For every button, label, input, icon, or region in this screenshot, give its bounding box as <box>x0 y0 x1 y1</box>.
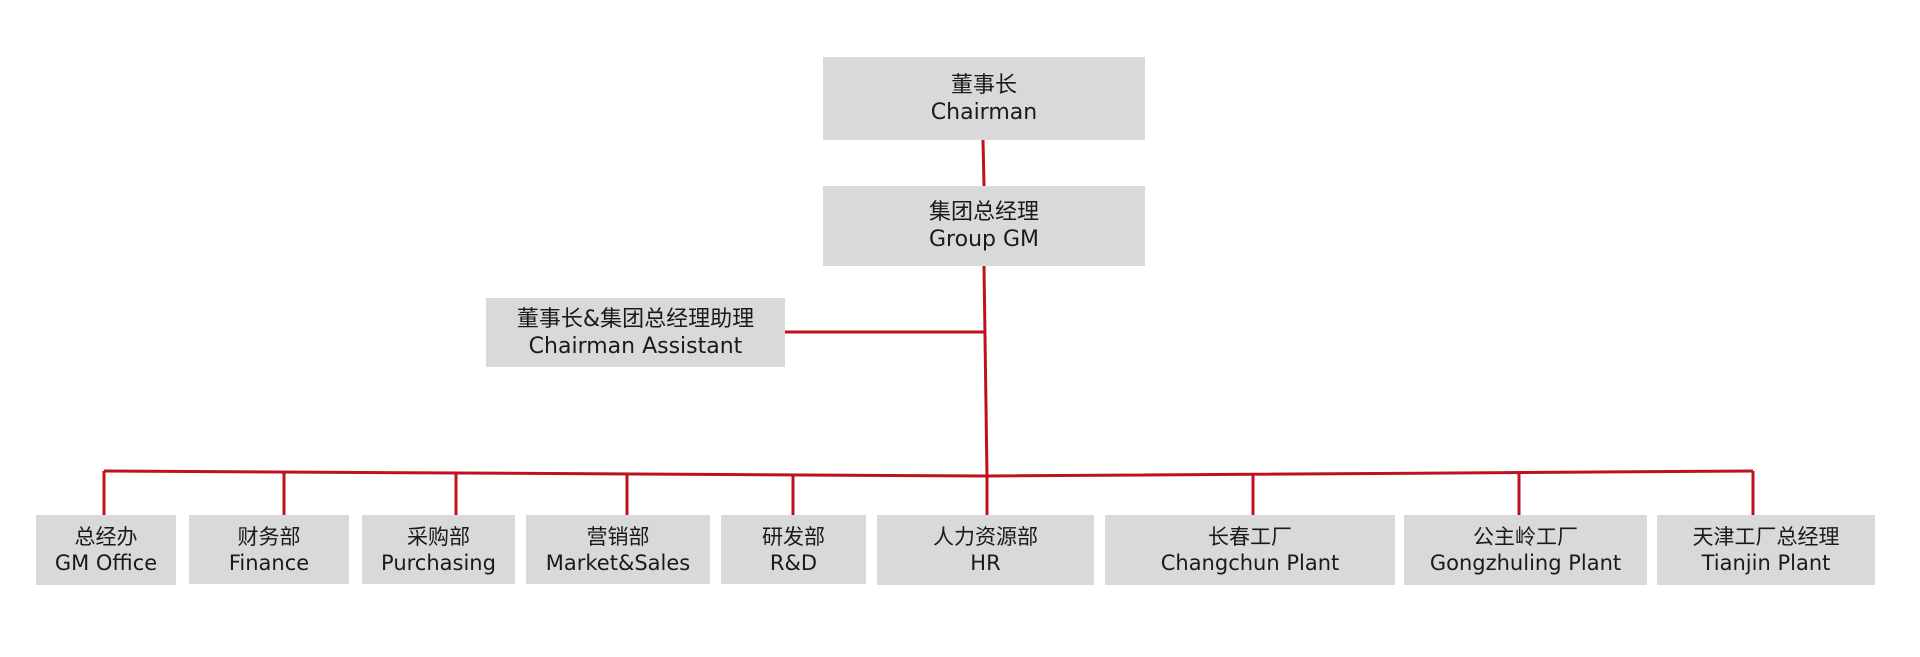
department-zh-label: 营销部 <box>586 524 650 549</box>
department-zh-label: 采购部 <box>407 524 470 549</box>
department-box-finance: 财务部 Finance <box>189 515 349 584</box>
department-box-gongzhuling-plant: 公主岭工厂 Gongzhuling Plant <box>1404 515 1647 585</box>
department-box-rd: 研发部 R&D <box>721 515 866 584</box>
group-gm-box: 集团总经理 Group GM <box>823 186 1145 266</box>
department-en-label: Gongzhuling Plant <box>1429 551 1622 575</box>
department-zh-label: 长春工厂 <box>1208 525 1292 549</box>
assistant-en-label: Chairman Assistant <box>528 333 743 359</box>
department-en-label: Market&Sales <box>545 550 691 575</box>
department-en-label: HR <box>970 551 1001 575</box>
assistant-zh-label: 董事长&集团总经理助理 <box>516 306 755 332</box>
chairman-zh-label: 董事长 <box>950 72 1017 98</box>
department-en-label: Tianjin Plant <box>1701 551 1831 575</box>
group-gm-en-label: Group GM <box>929 227 1039 252</box>
department-box-hr: 人力资源部 HR <box>877 515 1094 585</box>
line-chairman-to-gm <box>981 139 986 187</box>
group-gm-zh-label: 集团总经理 <box>928 200 1039 225</box>
department-box-market-sales: 营销部 Market&Sales <box>526 515 710 584</box>
department-zh-label: 财务部 <box>237 524 301 549</box>
department-box-purchasing: 采购部 Purchasing <box>362 515 515 584</box>
chairman-box: 董事长 Chairman <box>823 57 1145 140</box>
department-en-label: GM Office <box>54 551 158 575</box>
department-box-gm-office: 总经办 GM Office <box>36 515 176 585</box>
department-zh-label: 天津工厂总经理 <box>1692 525 1840 549</box>
department-box-tianjin-plant: 天津工厂总经理 Tianjin Plant <box>1657 515 1875 585</box>
department-box-changchun-plant: 长春工厂 Changchun Plant <box>1105 515 1395 585</box>
department-zh-label: 公主岭工厂 <box>1473 525 1578 549</box>
department-en-label: Changchun Plant <box>1160 551 1340 575</box>
line-department-bus <box>103 469 1754 478</box>
department-zh-label: 总经办 <box>74 525 138 549</box>
department-zh-label: 研发部 <box>762 524 825 549</box>
department-en-label: R&D <box>769 550 818 575</box>
chairman-en-label: Chairman <box>930 99 1038 125</box>
department-en-label: Finance <box>228 550 310 575</box>
assistant-box: 董事长&集团总经理助理 Chairman Assistant <box>486 298 785 367</box>
department-zh-label: 人力资源部 <box>933 525 1038 549</box>
department-en-label: Purchasing <box>381 550 496 575</box>
line-trunk <box>982 265 989 477</box>
